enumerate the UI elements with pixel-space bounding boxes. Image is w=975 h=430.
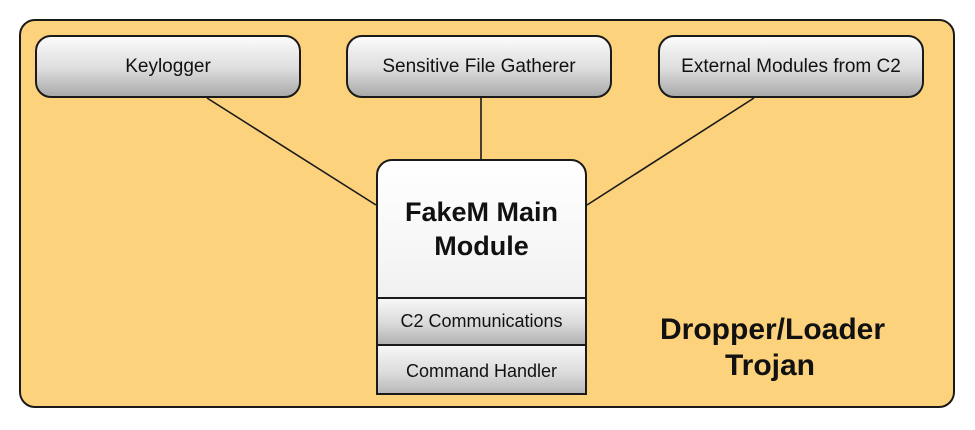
connector-external-modules-to-main: [586, 97, 755, 206]
dropper-loader-trojan-label: Dropper/Loader Trojan: [660, 312, 886, 384]
command-handler-label: Command Handler: [405, 361, 558, 381]
keylogger-module-label: Keylogger: [125, 55, 211, 77]
sensitive-file-gatherer-module: Sensitive File Gatherer: [346, 35, 612, 98]
trojan-label-line2: Trojan: [724, 349, 815, 382]
trojan-label-line1: Dropper/Loader: [660, 313, 886, 346]
c2-communications-component: C2 Communications: [378, 297, 585, 344]
main-module-title-line1: FakeM Main: [404, 197, 559, 227]
main-module-title-line2: Module: [434, 231, 529, 261]
command-handler-component: Command Handler: [378, 344, 585, 393]
main-module-title: FakeM Main Module: [378, 161, 585, 297]
c2-communications-label: C2 Communications: [400, 311, 563, 331]
sensitive-file-gatherer-module-label: Sensitive File Gatherer: [382, 55, 576, 77]
external-modules-from-c2-module: External Modules from C2: [658, 35, 924, 98]
connector-keylogger-to-main: [206, 97, 377, 206]
keylogger-module: Keylogger: [35, 35, 301, 98]
external-modules-from-c2-module-label: External Modules from C2: [681, 55, 901, 77]
fakem-main-module: FakeM Main Module C2 Communications Comm…: [376, 159, 587, 395]
